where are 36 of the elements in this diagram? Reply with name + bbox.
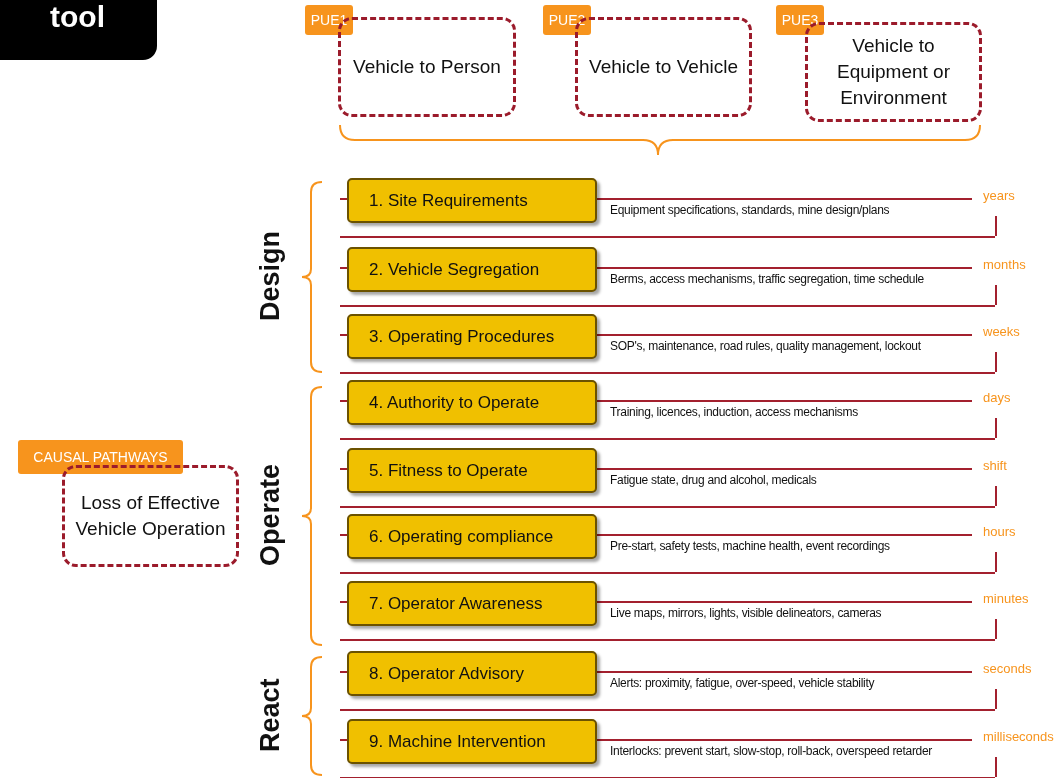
- description-text: Interlocks: prevent start, slow-stop, roll-back, overspeed retarder: [610, 744, 933, 758]
- description-text: Alerts: proximity, fatigue, over-speed, vehicle stability: [610, 676, 875, 690]
- description-text: Live maps, mirrors, lights, visible delineators, cameras: [610, 606, 882, 620]
- control-step-box: 8. Operator Advisory: [347, 651, 597, 696]
- tag-label: CAUSAL PATHWAYS: [18, 440, 183, 474]
- control-step-box: 2. Vehicle Segregation: [347, 247, 597, 292]
- tag-label: PUE1: [305, 5, 353, 35]
- time-scale-label: shift: [983, 458, 1007, 473]
- tag-label: PUE3: [776, 5, 824, 35]
- control-step-box: 3. Operating Procedures: [347, 314, 597, 359]
- time-scale-label: minutes: [983, 591, 1029, 606]
- time-scale-label: weeks: [983, 324, 1020, 339]
- time-scale-label: seconds: [983, 661, 1032, 676]
- control-step-box: 6. Operating compliance: [347, 514, 597, 559]
- dashed-pathway-box: Loss of Effective Vehicle Operation: [62, 465, 239, 567]
- time-scale-label: months: [983, 257, 1026, 272]
- time-scale-label: days: [983, 390, 1011, 405]
- control-step-box: 5. Fitness to Operate: [347, 448, 597, 493]
- description-text: Training, licences, induction, access mechanisms: [610, 405, 858, 419]
- control-step-box: 4. Authority to Operate: [347, 380, 597, 425]
- description-text: Equipment specifications, standards, mine design/plans: [610, 203, 890, 217]
- group-label: Design: [255, 230, 286, 323]
- control-step-box: 1. Site Requirements: [347, 178, 597, 223]
- description-text: Pre-start, safety tests, machine health, event recordings: [610, 539, 890, 553]
- control-step-box: 7. Operator Awareness: [347, 581, 597, 626]
- description-text: Berms, access mechanisms, traffic segregation, time schedule: [610, 272, 924, 286]
- control-step-box: 9. Machine Intervention: [347, 719, 597, 764]
- group-label: Operate: [255, 463, 286, 569]
- tag-label: PUE2: [543, 5, 591, 35]
- group-label: React: [255, 677, 286, 754]
- description-text: SOP's, maintenance, road rules, quality management, lockout: [610, 339, 921, 353]
- title-banner: tool: [0, 0, 157, 60]
- time-scale-label: hours: [983, 524, 1016, 539]
- time-scale-label: milliseconds: [983, 729, 1054, 744]
- description-text: Fatigue state, drug and alcohol, medicals: [610, 473, 817, 487]
- time-scale-label: years: [983, 188, 1015, 203]
